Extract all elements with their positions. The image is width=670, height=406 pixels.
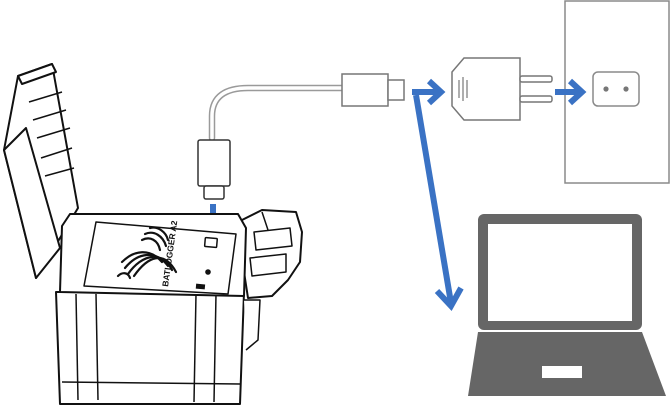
usb-cable-icon — [197, 73, 405, 200]
usb-power-adapter-icon — [451, 57, 553, 121]
laptop-icon — [468, 214, 666, 396]
batlogger-device-icon — [3, 63, 303, 405]
arrow-to-laptop — [413, 94, 464, 312]
arrow-to-adapter — [412, 78, 446, 106]
arrow-to-socket — [555, 78, 587, 106]
usb-a-plug — [341, 73, 389, 107]
socket-face — [592, 71, 640, 107]
usb-c-plug — [197, 139, 231, 187]
bat-wave-logo-icon — [116, 226, 178, 280]
